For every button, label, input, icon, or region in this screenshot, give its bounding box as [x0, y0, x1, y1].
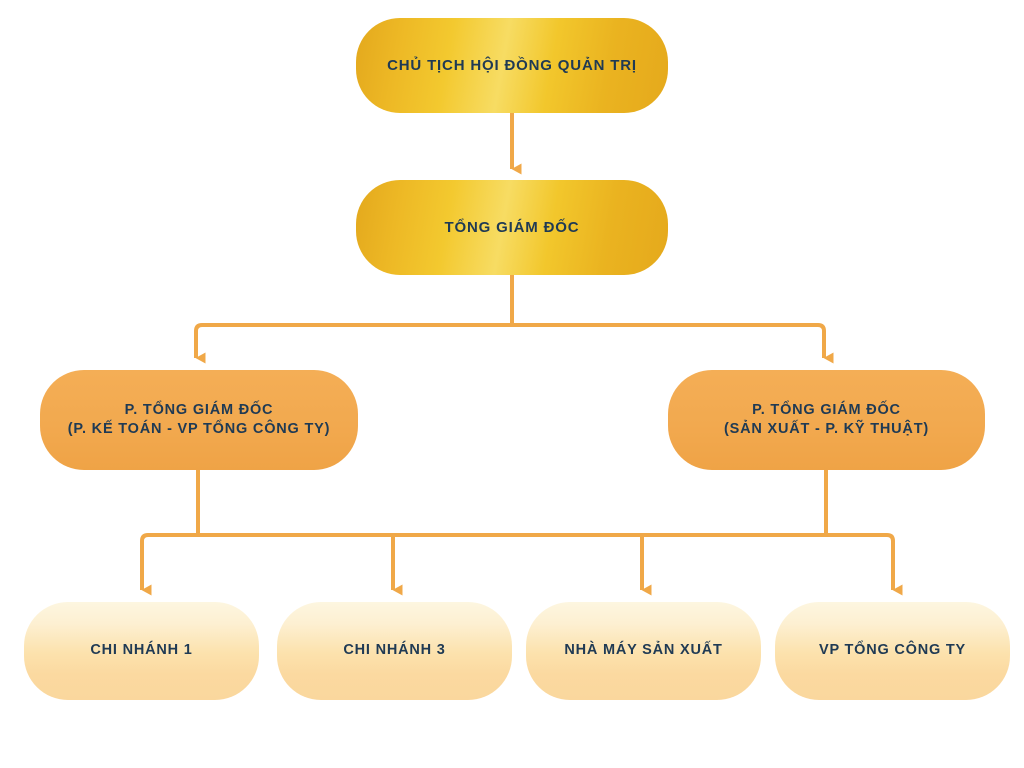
edge-bus-deputy-production [512, 323, 834, 364]
node-unit-2-label: CHI NHÁNH 3 [343, 642, 446, 659]
node-unit-3[interactable]: NHÀ MÁY SẢN XUẤT [526, 602, 761, 700]
node-deputy-production[interactable]: P. TỔNG GIÁM ĐỐC (SẢN XUẤT - P. KỸ THUẬT… [668, 370, 985, 470]
node-unit-1[interactable]: CHI NHÁNH 1 [24, 602, 259, 700]
node-ceo-label: TỔNG GIÁM ĐỐC [444, 218, 580, 236]
node-chairman-label: CHỦ TỊCH HỘI ĐỒNG QUẢN TRỊ [387, 56, 637, 74]
node-unit-3-label: NHÀ MÁY SẢN XUẤT [564, 642, 723, 659]
node-unit-1-label: CHI NHÁNH 1 [90, 642, 193, 659]
edge-bus-unit-1 [140, 533, 152, 596]
node-deputy-finance[interactable]: P. TỔNG GIÁM ĐỐC (P. KẾ TOÁN - VP TỔNG C… [40, 370, 358, 470]
node-unit-4[interactable]: VP TỔNG CÔNG TY [775, 602, 1010, 700]
node-deputy-production-label: P. TỔNG GIÁM ĐỐC (SẢN XUẤT - P. KỸ THUẬT… [724, 401, 929, 437]
node-unit-2[interactable]: CHI NHÁNH 3 [277, 602, 512, 700]
node-ceo[interactable]: TỔNG GIÁM ĐỐC [356, 180, 668, 275]
edge-bus-unit-4 [886, 533, 903, 596]
node-chairman[interactable]: CHỦ TỊCH HỘI ĐỒNG QUẢN TRỊ [356, 18, 668, 113]
node-deputy-finance-label: P. TỔNG GIÁM ĐỐC (P. KẾ TOÁN - VP TỔNG C… [67, 401, 331, 437]
edge-bus-deputy-finance [194, 323, 512, 364]
node-unit-4-label: VP TỔNG CÔNG TY [818, 642, 967, 659]
